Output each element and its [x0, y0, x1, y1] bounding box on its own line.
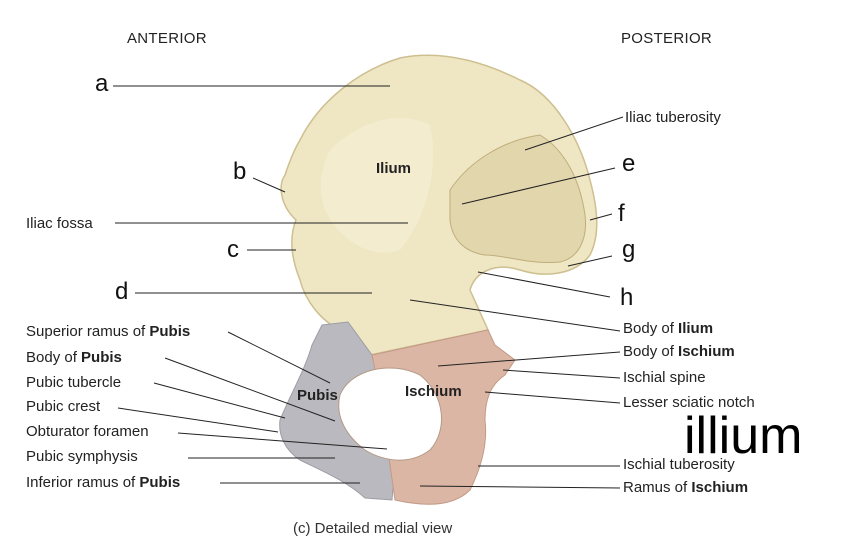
- letter-b: b: [233, 158, 247, 185]
- letter-g: g: [622, 236, 636, 263]
- pubis-bone-region: [279, 321, 396, 501]
- pubic-symphysis-label: Pubic symphysis: [26, 448, 138, 465]
- iliac-tuberosity-label: Iliac tuberosity: [625, 109, 721, 126]
- body-ilium-label: Body of Ilium: [623, 320, 714, 337]
- ischial-spine-label: Ischial spine: [623, 369, 706, 386]
- letter-d: d: [115, 278, 129, 305]
- answer-text: illium: [684, 407, 803, 465]
- pubic-tubercle-label: Pubic tubercle: [26, 374, 122, 391]
- letter-c: c: [227, 236, 239, 263]
- iliac-fossa-shading: [320, 118, 434, 253]
- ischium-region-label: Ischium: [405, 383, 462, 400]
- body-ischium-label: Body of Ischium: [623, 343, 735, 360]
- letter-e: e: [622, 150, 636, 177]
- letter-a: a: [95, 70, 109, 97]
- obturator-foramen: [338, 367, 442, 461]
- ramus-ischium-label: Ramus of Ischium: [623, 479, 749, 496]
- obturator-foramen-label: Obturator foramen: [26, 423, 149, 440]
- ilium-region-label: Ilium: [376, 160, 412, 177]
- pubic-crest-label: Pubic crest: [26, 398, 101, 415]
- posterior-label: POSTERIOR: [621, 30, 713, 47]
- letter-f: f: [618, 200, 625, 227]
- letter-h: h: [620, 284, 634, 311]
- iliac-fossa-label: Iliac fossa: [26, 215, 93, 232]
- auricular-surface-shading: [449, 134, 587, 264]
- leader-lines: [113, 85, 624, 489]
- body-pubis-label: Body of Pubis: [26, 349, 122, 366]
- figure-caption: (c) Detailed medial view: [293, 520, 453, 537]
- ischial-tuberosity-label: Ischial tuberosity: [623, 456, 735, 473]
- inferior-ramus-pubis-label: Inferior ramus of Pubis: [26, 474, 181, 491]
- superior-ramus-pubis-label: Superior ramus of Pubis: [26, 323, 191, 340]
- pubis-region-label: Pubis: [297, 387, 338, 404]
- anterior-label: ANTERIOR: [127, 30, 207, 47]
- lesser-sciatic-notch-label: Lesser sciatic notch: [623, 394, 755, 411]
